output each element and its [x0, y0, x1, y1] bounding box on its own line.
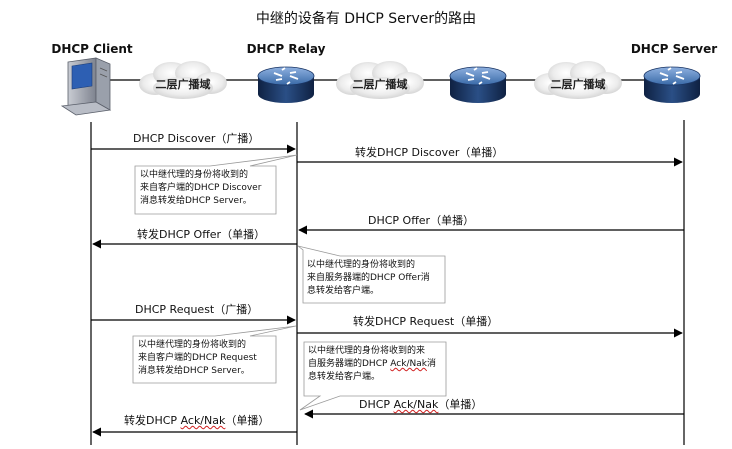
note-line: 自服务器端的DHCP Ack/Nak消	[308, 358, 436, 371]
relay-note: 以中继代理的身份将收到的来 自服务器端的DHCP Ack/Nak消 息转发给客户…	[308, 345, 436, 384]
callout-note-box	[299, 341, 447, 411]
note-line: 息转发给客户端。	[308, 372, 381, 382]
note-line: 消息转发给DHCP Server。	[138, 366, 250, 376]
relay-note: 以中继代理的身份将收到的 来自客户端的DHCP Discover 消息转发给DH…	[140, 169, 261, 208]
cloud-icon	[534, 61, 622, 99]
message-label: 转发DHCP Discover（单播）	[355, 146, 504, 159]
pc-icon	[60, 57, 112, 116]
cloud-label: 二层广播域	[550, 78, 606, 91]
note-line: 来自客户端的DHCP Request	[138, 353, 257, 363]
message-text: （单播）	[438, 398, 483, 411]
message-label: DHCP Request（广播）	[135, 303, 259, 316]
cloud-icon	[336, 61, 424, 99]
message-text: 转发DHCP	[124, 414, 181, 427]
relay-note: 以中继代理的身份将收到的 来自客户端的DHCP Request 消息转发给DHC…	[138, 339, 257, 378]
note-line: 以中继代理的身份将收到的	[307, 260, 416, 270]
note-text: 消	[426, 359, 436, 369]
callout-note-box	[132, 325, 297, 384]
message-label: 转发DHCP Request（单播）	[353, 315, 499, 328]
message-label: DHCP Ack/Nak（单播）	[359, 396, 482, 412]
client-label: DHCP Client	[51, 42, 133, 56]
relay-note: 以中继代理的身份将收到的 来自服务器端的DHCP Offer消 息转发给客户端。	[307, 259, 430, 298]
message-label: 转发DHCP Offer（单播）	[137, 228, 266, 241]
note-text: 自服务器端的DHCP	[308, 359, 391, 369]
message-text: Ack/Nak	[180, 414, 226, 427]
message-text: DHCP	[359, 398, 394, 411]
router-icon	[449, 66, 507, 103]
router-icon	[643, 66, 701, 103]
cloud-icon	[139, 61, 227, 99]
message-label: DHCP Offer（单播）	[368, 214, 475, 227]
message-text: Ack/Nak	[393, 398, 439, 411]
cloud-label: 二层广播域	[352, 78, 408, 91]
note-line: 以中继代理的身份将收到的来	[308, 346, 426, 356]
callout-note-box	[134, 154, 298, 215]
cloud-label: 二层广播域	[155, 78, 211, 91]
message-text: （单播）	[225, 414, 270, 427]
note-text: Ack/Nak	[390, 359, 427, 369]
router-icon	[257, 66, 315, 103]
message-label: DHCP Discover（广播）	[133, 132, 260, 145]
relay-label: DHCP Relay	[246, 42, 326, 56]
note-line: 来自服务器端的DHCP Offer消	[307, 273, 430, 283]
note-line: 来自客户端的DHCP Discover	[140, 183, 262, 193]
server-label: DHCP Server	[630, 42, 718, 56]
callout-note-box	[297, 245, 446, 304]
message-label: 转发DHCP Ack/Nak（单播）	[124, 412, 269, 428]
note-line: 消息转发给DHCP Server。	[140, 196, 252, 206]
note-line: 息转发给客户端。	[307, 286, 380, 296]
note-line: 以中继代理的身份将收到的	[138, 340, 247, 350]
diagram-title: 中继的设备有 DHCP Server的路由	[255, 11, 477, 27]
note-line: 以中继代理的身份将收到的	[140, 170, 249, 180]
